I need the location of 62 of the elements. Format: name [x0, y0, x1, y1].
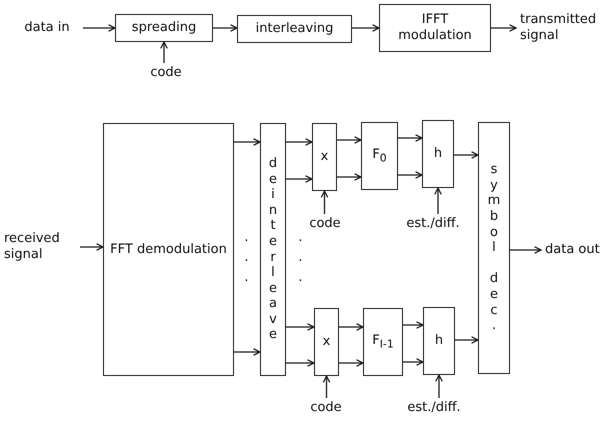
signal-label: code [301, 214, 349, 234]
box-label: x [320, 149, 328, 165]
arrow [286, 138, 313, 146]
arrow [434, 187, 442, 214]
arrow [83, 24, 116, 32]
arrow [510, 246, 542, 254]
signal-label: code [302, 398, 350, 418]
process-box [423, 307, 455, 375]
ellipsis-dots: ... [297, 229, 304, 287]
arrow [435, 374, 443, 398]
arrow [352, 24, 380, 32]
arrow [80, 243, 104, 251]
signal-label: est./diff. [396, 214, 470, 234]
process-box [379, 4, 491, 52]
signal-label: data in [16, 18, 78, 38]
arrow [403, 358, 424, 366]
arrow [322, 375, 330, 398]
process-box [361, 122, 398, 190]
box-label: h [434, 333, 444, 349]
arrow [286, 323, 315, 331]
box-label: IFFT modulation [397, 12, 473, 44]
arrow [234, 138, 261, 146]
process-box [115, 14, 213, 42]
process-box [478, 122, 510, 374]
ellipsis-dots: ... [243, 229, 250, 287]
box-label: h [434, 146, 442, 162]
box-label: FFT demodulation [110, 242, 227, 258]
process-box [237, 15, 352, 43]
arrow [160, 41, 168, 63]
signal-label: received signal [4, 229, 78, 265]
arrow [286, 175, 313, 183]
box-label: spreading [132, 20, 196, 36]
arrow [286, 359, 315, 367]
arrow [213, 24, 238, 32]
box-label: F$_{0}$ [372, 147, 387, 165]
box-label: deinterleave [268, 156, 278, 344]
arrow [455, 336, 479, 344]
arrow [398, 134, 423, 142]
box-label: x [322, 334, 330, 350]
signal-label: est./diff. [397, 398, 471, 418]
arrow [337, 136, 362, 144]
box-label: F$_{I-1}$ [372, 333, 394, 351]
arrow [454, 151, 479, 159]
arrow [403, 321, 424, 329]
box-label: symbol dec. [488, 162, 500, 334]
arrow [234, 348, 261, 356]
signal-label: data out [545, 240, 615, 260]
process-box [363, 308, 403, 376]
process-box [422, 120, 454, 188]
process-box [103, 123, 234, 376]
arrow [320, 190, 328, 214]
arrow [339, 359, 364, 367]
arrow [491, 24, 517, 32]
process-box [260, 123, 286, 376]
process-box [314, 308, 339, 376]
arrow [337, 173, 362, 181]
signal-label: transmitted signal [520, 8, 615, 48]
box-label: interleaving [256, 21, 334, 37]
signal-label: code [140, 63, 192, 83]
arrow [398, 171, 423, 179]
arrow [339, 323, 364, 331]
process-box [312, 123, 337, 191]
